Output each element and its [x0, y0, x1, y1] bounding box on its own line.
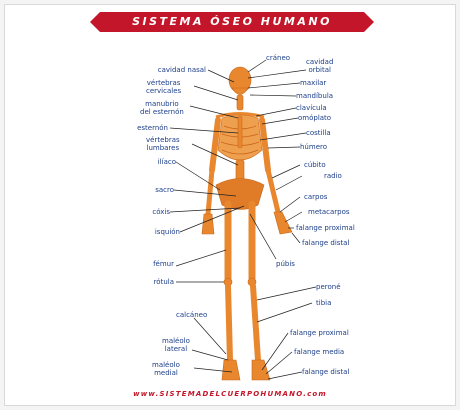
right-humerus	[262, 120, 268, 170]
label-humero: húmero	[300, 143, 327, 151]
pelvis-bone	[216, 179, 264, 210]
label-sacro: sacro	[155, 186, 174, 194]
label-perone: peroné	[316, 283, 341, 291]
label-falange-proximal-mano: falange proximal	[296, 224, 355, 232]
label-falange-media-pie: falange media	[294, 348, 344, 356]
label-craneo: cráneo	[266, 54, 290, 62]
skeleton-figure	[202, 67, 292, 380]
label-radio: radio	[324, 172, 342, 180]
label-cavidad-orbital: cavidad orbital	[306, 58, 333, 74]
left-hand	[202, 214, 214, 234]
label-femur: fémur	[153, 260, 174, 268]
label-maleolo-medial: maléolo medial	[152, 361, 180, 377]
label-calcaneo: calcáneo	[176, 311, 207, 319]
label-isquion: isquión	[155, 228, 180, 236]
right-tibia	[253, 286, 258, 360]
label-mandibula: mandíbula	[296, 92, 333, 100]
right-hand	[274, 212, 292, 234]
label-falange-proximal-pie: falange proximal	[290, 329, 349, 337]
label-falange-distal-mano: falange distal	[302, 239, 349, 247]
right-forearm	[268, 170, 278, 212]
cervical-spine	[237, 95, 243, 110]
label-omoplato: omóplato	[298, 114, 331, 122]
label-vertebras-cervicales: vértebras cervicales	[146, 79, 181, 95]
sternum-bone	[238, 116, 242, 148]
label-costilla: costilla	[306, 129, 331, 137]
jaw-bone	[232, 88, 248, 95]
left-humerus	[212, 120, 218, 170]
left-foot	[222, 360, 240, 380]
label-tibia: tibia	[316, 299, 331, 307]
label-iliaco: ilíaco	[158, 158, 176, 166]
label-carpos: carpos	[304, 193, 327, 201]
label-vertebras-lumbares: vértebras lumbares	[146, 136, 180, 152]
label-cavidad-nasal: cavidad nasal	[158, 66, 206, 74]
label-falange-distal-pie: falange distal	[302, 368, 349, 376]
label-clavicula: clavícula	[296, 104, 327, 112]
label-metacarpos: metacarpos	[308, 208, 350, 216]
label-cubito: cúbito	[304, 161, 326, 169]
label-esternon: esternón	[137, 124, 168, 132]
label-maleolo-lateral: maléolo lateral	[162, 337, 190, 353]
label-maxilar: maxilar	[300, 79, 326, 87]
label-manubrio: manubrio del esternón	[140, 100, 184, 116]
label-rotula: rótula	[154, 278, 174, 286]
label-coxis: cóxis	[152, 208, 170, 216]
left-forearm	[208, 170, 212, 214]
label-pubis: púbis	[276, 260, 295, 268]
footer-url: www.SISTEMADELCUERPOHUMANO.com	[0, 390, 460, 398]
left-tibia	[228, 286, 230, 360]
